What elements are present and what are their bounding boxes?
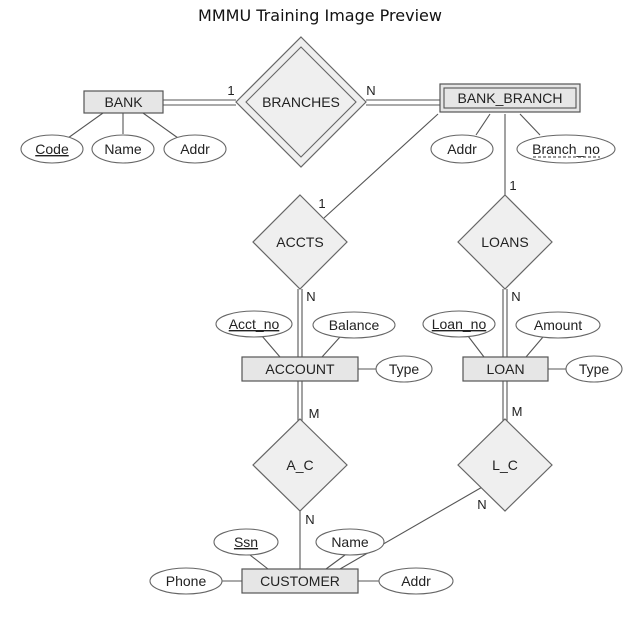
connectors — [67, 99, 566, 582]
attribute-amount-label: Amount — [534, 317, 582, 333]
attribute-acct-type-label: Type — [389, 361, 420, 377]
attribute-branch-addr: Addr — [430, 134, 494, 164]
attribute-branch-addr-label: Addr — [447, 141, 477, 157]
bank-code-line — [67, 112, 104, 139]
entity-loan-label: LOAN — [486, 361, 524, 377]
branch-no-line — [519, 113, 541, 136]
attribute-loan-type-label: Type — [579, 361, 610, 377]
entity-bank: BANK — [83, 90, 164, 114]
card-bank-branches: 1 — [227, 83, 234, 98]
attribute-loan-no-label: Loan_no — [432, 316, 487, 332]
attribute-phone: Phone — [149, 567, 223, 595]
attribute-cust-addr: Addr — [378, 567, 454, 595]
card-loan-l-c: M — [512, 404, 523, 419]
balance-line — [321, 336, 341, 358]
entity-bank-branch: BANK_BRANCH — [439, 83, 581, 113]
relationship-branches: BRANCHES — [235, 36, 367, 168]
attribute-acct-no-label: Acct_no — [229, 316, 280, 332]
card-a-c-customer: N — [305, 512, 314, 527]
attribute-ssn: Ssn — [213, 528, 279, 556]
relationship-l-c-label: L_C — [492, 457, 518, 473]
entity-bank-branch-label: BANK_BRANCH — [457, 90, 562, 106]
attribute-bank-addr: Addr — [163, 134, 227, 164]
entity-account: ACCOUNT — [241, 356, 359, 382]
entity-loan: LOAN — [462, 356, 549, 382]
card-loans-loan: N — [511, 289, 520, 304]
card-bank-branch-accts: 1 — [318, 196, 325, 211]
relationship-loans-label: LOANS — [481, 234, 528, 250]
loanno-line — [467, 335, 485, 358]
attribute-bank-name: Name — [91, 134, 155, 164]
attribute-cust-addr-label: Addr — [401, 573, 431, 589]
attribute-ssn-label: Ssn — [234, 534, 258, 550]
attribute-loan-type: Type — [565, 355, 623, 383]
entity-account-label: ACCOUNT — [265, 361, 335, 377]
attribute-bank-name-label: Name — [104, 141, 142, 157]
card-l-c-customer: N — [477, 497, 486, 512]
relationship-a-c: A_C — [252, 418, 348, 512]
attribute-bank-code-label: Code — [35, 141, 69, 157]
attribute-branch-no-label: Branch_no — [532, 141, 600, 157]
attribute-branch-no: Branch_no — [516, 134, 616, 164]
attribute-balance: Balance — [312, 311, 396, 339]
bankbranch-accts-line — [323, 113, 439, 219]
relationship-branches-label: BRANCHES — [262, 94, 340, 110]
entity-customer: CUSTOMER — [241, 568, 359, 594]
ssn-line — [249, 554, 269, 570]
attribute-acct-no: Acct_no — [215, 310, 293, 338]
attribute-cust-name-label: Name — [331, 534, 369, 550]
attribute-loan-no: Loan_no — [422, 310, 496, 338]
cust-name-line — [325, 554, 346, 570]
entity-customer-label: CUSTOMER — [260, 573, 340, 589]
relationship-accts-label: ACCTS — [276, 234, 323, 250]
bank-addr-line — [142, 112, 179, 139]
relationship-accts: ACCTS — [252, 194, 348, 290]
lc-customer-line — [339, 485, 485, 570]
card-account-a-c: M — [309, 406, 320, 421]
amount-line — [525, 336, 544, 358]
attribute-acct-type: Type — [375, 355, 433, 383]
attribute-amount: Amount — [515, 311, 601, 339]
relationship-loans: LOANS — [457, 194, 553, 290]
attribute-bank-addr-label: Addr — [180, 141, 210, 157]
attribute-cust-name: Name — [315, 528, 385, 556]
attribute-balance-label: Balance — [329, 317, 380, 333]
attribute-phone-label: Phone — [166, 573, 207, 589]
entity-bank-label: BANK — [104, 94, 143, 110]
diagram-title: MMMU Training Image Preview — [198, 6, 442, 25]
relationship-l-c: L_C — [457, 418, 553, 512]
card-accts-account: N — [306, 289, 315, 304]
acctno-line — [261, 335, 281, 358]
attribute-bank-code: Code — [20, 134, 84, 164]
cardinalities: 1 N 1 N 1 N M N M N — [227, 83, 522, 527]
branch-addr-line — [475, 113, 491, 136]
card-bank-branch-loans: 1 — [509, 178, 516, 193]
relationship-a-c-label: A_C — [286, 457, 313, 473]
card-branches-bank-branch: N — [366, 83, 375, 98]
